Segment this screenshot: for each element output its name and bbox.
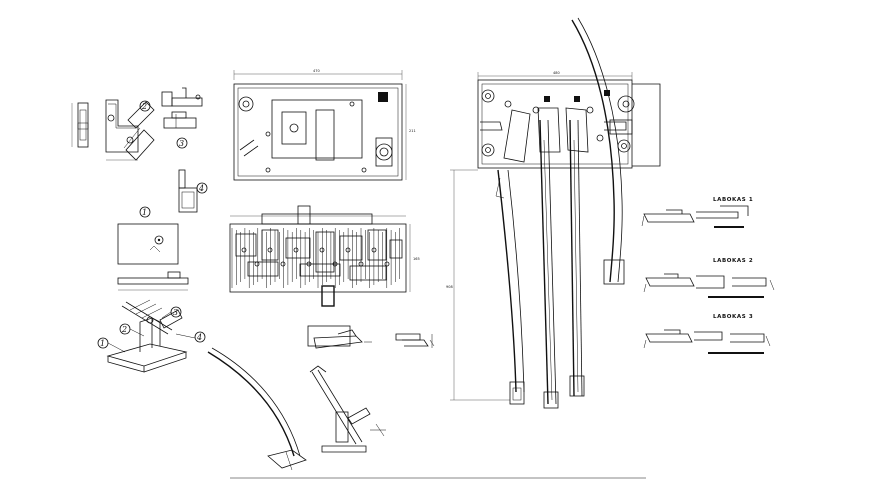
dim-mid-assembly-height: 165: [413, 257, 420, 261]
base-plate-top-view: 470 211: [233, 69, 416, 181]
section-label-2: LABOKAS 2: [713, 258, 753, 264]
svg-text:2: 2: [121, 325, 127, 334]
dim-right-plate-width: 480: [553, 71, 560, 75]
dim-top-plate-height: 211: [409, 129, 416, 133]
fixture-side-assembly: 165: [229, 205, 420, 307]
section-details: LABOKAS 1 LABOKAS 2 LABOKAS 3: [641, 197, 775, 354]
svg-text:4: 4: [196, 333, 202, 342]
dim-right-overall-height: 908: [446, 285, 453, 289]
callout-2: 2: [141, 102, 147, 111]
part-detail-group: [71, 87, 203, 291]
bracket-assembly-sketch: [230, 365, 646, 479]
callout-3: 3: [179, 139, 184, 148]
main-fixture-assembly: 480 908: [446, 17, 661, 409]
clamp-detail: [307, 325, 435, 349]
callout-group: 2 3 4 1: [139, 100, 208, 218]
svg-text:1: 1: [100, 339, 105, 348]
callout-1: 1: [142, 208, 147, 217]
assembly-hatching: [231, 228, 403, 288]
section-label-3: LABOKAS 3: [713, 314, 753, 320]
curved-rod-sketch: [207, 347, 307, 471]
callout-4: 4: [198, 184, 204, 193]
dim-top-plate-width: 470: [313, 69, 320, 73]
svg-text:3: 3: [173, 308, 178, 317]
section-label-1: LABOKAS 1: [713, 197, 753, 203]
fixture-isometric-sketch: 1 2 3 4: [97, 299, 206, 373]
